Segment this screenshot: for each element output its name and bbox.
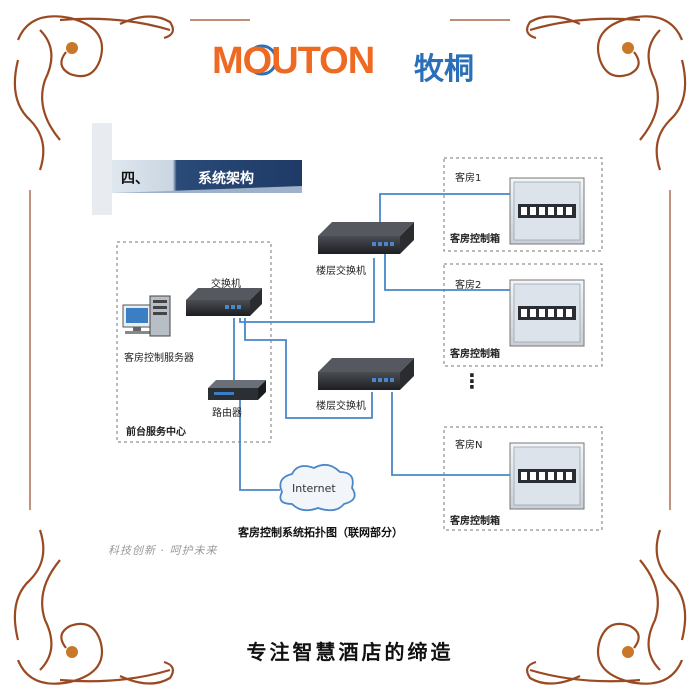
label-floor-switch-1: 楼层交换机 — [316, 266, 366, 277]
label-box-2: 客房控制箱 — [450, 349, 500, 360]
router-icon — [208, 380, 266, 400]
section-banner — [112, 160, 302, 193]
frame-lines — [29, 19, 671, 510]
ornament-top-right — [526, 15, 687, 171]
internet-cloud-icon — [279, 463, 356, 512]
label-room-2: 客房2 — [455, 280, 482, 291]
label-room-n: 客房N — [455, 440, 483, 451]
label-ellipsis: ⋮ — [462, 369, 482, 393]
region-boxes — [116, 157, 603, 531]
logo-text-en: MOUTON — [212, 40, 375, 82]
label-front-desk: 前台服务中心 — [126, 427, 186, 438]
main-switch-icon — [186, 288, 262, 316]
logo-text-cn: 牧桐 — [414, 52, 474, 87]
section-title: 系统架构 — [198, 171, 254, 187]
diagram-caption: 客房控制系统拓扑图（联网部分） — [238, 526, 403, 539]
label-main-switch: 交换机 — [211, 279, 241, 290]
control-box-1-icon — [509, 177, 585, 245]
label-room-1: 客房1 — [455, 173, 482, 184]
ornament-bottom-left — [13, 529, 174, 685]
label-internet: Internet — [292, 482, 336, 495]
label-box-1: 客房控制箱 — [450, 234, 500, 245]
floor-switch-2-icon — [318, 358, 414, 390]
label-router: 路由器 — [212, 408, 242, 419]
ornament-top-left — [13, 15, 174, 171]
ornament-bottom-right — [526, 529, 687, 685]
section-number: 四、 — [121, 171, 149, 187]
control-box-n-icon — [509, 442, 585, 510]
left-side-decoration — [92, 123, 112, 215]
control-box-2-icon — [509, 279, 585, 347]
network-links — [233, 193, 510, 491]
server-icon — [122, 295, 171, 337]
slogan-text: 科技创新 · 呵护未来 — [108, 544, 218, 557]
logo-ring-icon — [246, 44, 278, 76]
floor-switch-1-icon — [318, 222, 414, 254]
footer-tagline: 专注智慧酒店的缔造 — [246, 640, 454, 664]
label-box-n: 客房控制箱 — [450, 516, 500, 527]
label-floor-switch-2: 楼层交换机 — [316, 401, 366, 412]
label-server: 客房控制服务器 — [124, 353, 194, 364]
